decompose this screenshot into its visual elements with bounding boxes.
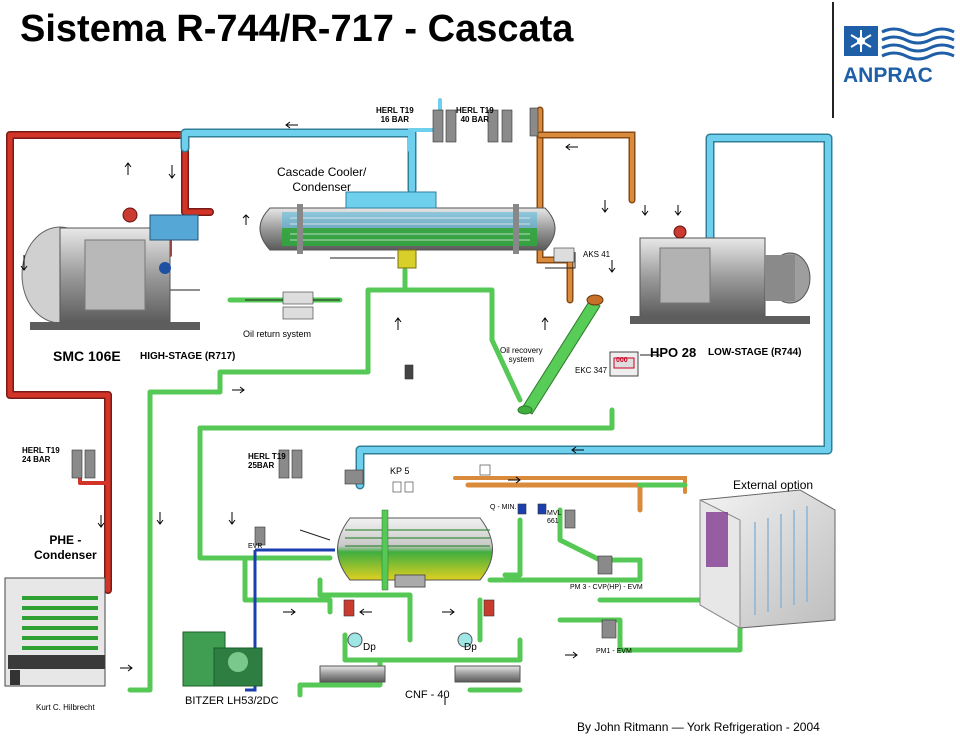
label-herl-16: HERL T19 16 BAR	[376, 106, 414, 124]
liquid-pipes	[127, 267, 743, 698]
label-qmin: Q - MIN.	[490, 504, 517, 511]
label-evr: EVR	[248, 543, 263, 550]
valves	[71, 107, 617, 639]
low-stage-compressor	[630, 225, 811, 324]
cold-room	[699, 489, 836, 629]
ekc-controller	[609, 351, 639, 377]
label-hpo: HPO 28	[650, 345, 697, 360]
logo-text: ANPRAC	[843, 64, 933, 87]
oil-recovery-tube	[517, 294, 604, 415]
ekc-display: 000	[616, 357, 628, 364]
label-dp-right: Dp	[464, 642, 477, 653]
cascade-cooler	[259, 191, 556, 269]
co2-suction-pipes	[180, 98, 833, 490]
label-oil-return: Oil return system	[243, 329, 312, 339]
label-smc: SMC 106E	[53, 348, 121, 364]
label-low-stage: LOW-STAGE (R744)	[708, 347, 802, 358]
label-credit: By John Ritmann — York Refrigeration - 2…	[577, 720, 820, 734]
label-author: Kurt C. Hilbrecht	[36, 703, 95, 712]
control-lines	[160, 252, 660, 541]
label-phe-condenser: PHE - Condenser	[34, 533, 97, 562]
label-herl-24: HERL T19 24 BAR	[22, 446, 60, 464]
header-divider	[832, 2, 834, 118]
label-herl-40: HERL T19 40 BAR	[456, 106, 494, 124]
bitzer-unit	[182, 631, 263, 687]
label-mvl: MVL 661	[547, 510, 562, 525]
label-pm1: PM1 - EVM	[596, 648, 632, 655]
label-kp5: KP 5	[390, 466, 410, 476]
phe-condenser	[4, 577, 106, 687]
label-cnf: CNF - 40	[405, 689, 450, 701]
blue-line	[245, 548, 335, 692]
high-stage-compressor	[21, 207, 200, 330]
label-aks: AKS 41	[583, 250, 611, 259]
label-bitzer: BITZER LH53/2DC	[185, 695, 279, 707]
label-external-option: External option	[733, 478, 814, 492]
liquid-separator	[337, 509, 493, 591]
label-oil-recovery: Oil recovery system	[500, 346, 543, 364]
flow-arrows	[20, 121, 682, 672]
label-dp-left: Dp	[363, 642, 376, 653]
label-herl-25: HERL T19 25BAR	[248, 452, 286, 470]
page-title: Sistema R-744/R-717 - Cascata	[20, 8, 574, 50]
label-high-stage: HIGH-STAGE (R717)	[140, 351, 236, 362]
snowflake-waves-icon	[850, 30, 872, 52]
label-cascade-cooler: Cascade Cooler/ Condenser	[277, 165, 367, 194]
label-ekc: EKC 347	[575, 366, 608, 375]
anprac-logo	[844, 26, 955, 61]
pumps	[319, 632, 521, 683]
label-pm3: PM 3 - CVP(HP) - EVM	[570, 584, 643, 591]
